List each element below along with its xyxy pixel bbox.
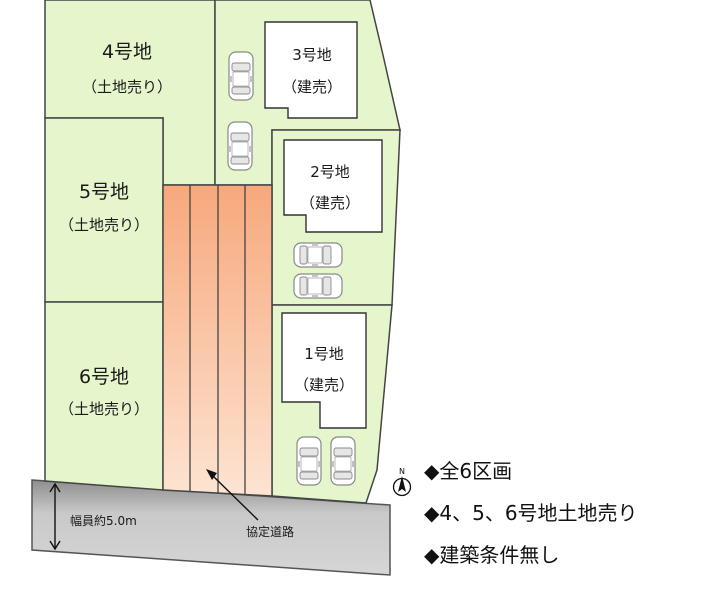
callout-line bbox=[212, 475, 259, 521]
lot-3-sub: （建売） bbox=[282, 78, 342, 96]
car-icon bbox=[227, 121, 253, 171]
lot-6-sub: （土地売り） bbox=[59, 400, 149, 418]
car-icon bbox=[293, 242, 343, 268]
lot-2-title: 2号地 bbox=[310, 163, 350, 181]
dimension-arrow-icon bbox=[49, 482, 61, 493]
legend-item-land-sale: ◆4、5、6号地土地売り bbox=[424, 501, 638, 525]
lot-5-sub: （土地売り） bbox=[59, 216, 149, 234]
car-icon bbox=[228, 51, 254, 101]
lot-1-title: 1号地 bbox=[304, 345, 344, 363]
legend-item-no-conditions: ◆建築条件無し bbox=[424, 543, 560, 567]
lot-4-title: 4号地 bbox=[102, 41, 152, 63]
lot-5-title: 5号地 bbox=[79, 181, 129, 203]
car-icon bbox=[296, 436, 322, 486]
car-icon bbox=[293, 273, 343, 299]
legend-item-total-lots: ◆全6区画 bbox=[424, 459, 513, 483]
road-width-label: 幅員約5.0m bbox=[70, 513, 137, 528]
lot-3-title: 3号地 bbox=[292, 46, 332, 64]
lot-6-area bbox=[44, 301, 164, 491]
building-lot-2 bbox=[283, 139, 383, 233]
lot-6-title: 6号地 bbox=[79, 366, 129, 388]
building-lot-1 bbox=[281, 312, 367, 429]
dimension-arrow-icon bbox=[49, 540, 61, 551]
building-lot-3 bbox=[264, 21, 358, 119]
callout-arrow-icon bbox=[206, 469, 217, 480]
lot-5-area bbox=[44, 117, 164, 303]
car-icon bbox=[330, 436, 356, 486]
private-road-label: 協定道路 bbox=[246, 524, 294, 539]
lot-4-sub: （土地売り） bbox=[82, 78, 172, 96]
compass-label: N bbox=[399, 467, 405, 476]
lot-2-sub: （建売） bbox=[300, 194, 360, 212]
north-compass-icon: N bbox=[392, 467, 412, 497]
lot-1-sub: （建売） bbox=[294, 376, 354, 394]
